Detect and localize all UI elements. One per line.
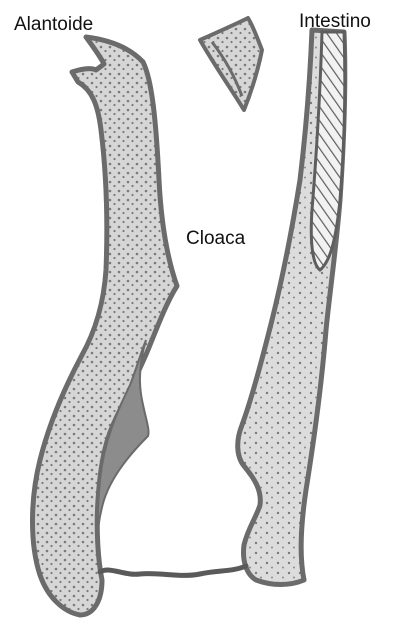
label-intestino: Intestino <box>299 12 371 31</box>
label-alantoide: Alantoide <box>14 15 93 34</box>
upper-fragment <box>200 18 262 110</box>
left-wall <box>33 37 178 615</box>
membrane-line <box>100 566 246 575</box>
label-cloaca: Cloaca <box>186 229 245 248</box>
